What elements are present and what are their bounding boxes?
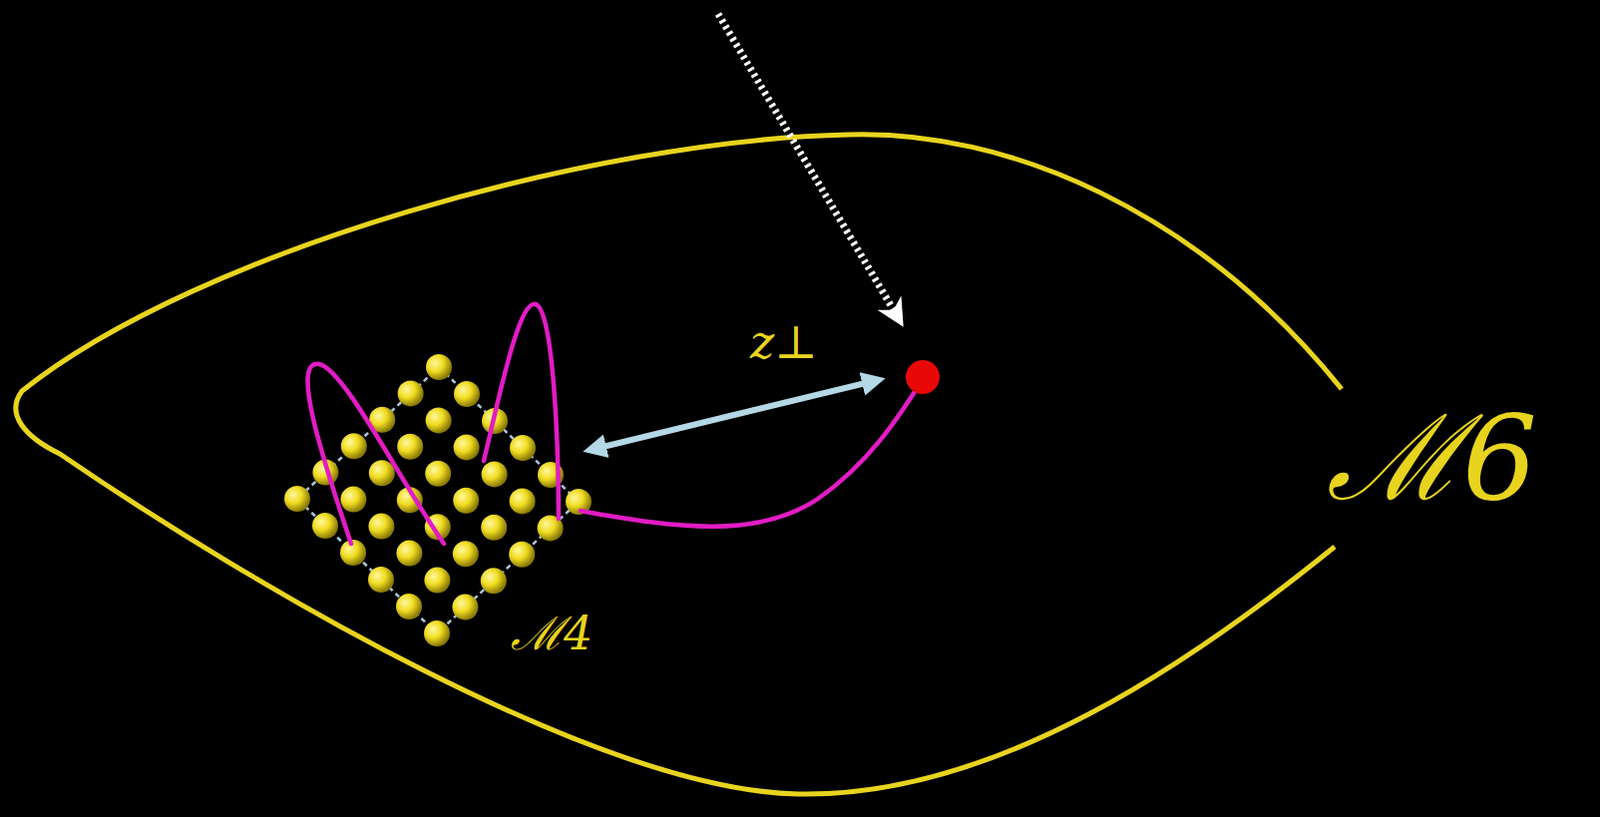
lattice-site (368, 513, 395, 540)
lattice-site (480, 514, 507, 541)
pointer-arrow (718, 13, 898, 318)
lattice-site (396, 593, 422, 620)
lattice-site (508, 541, 535, 568)
lattice-site (509, 434, 536, 461)
lattice-site (423, 620, 450, 647)
lattice-edge (297, 367, 579, 634)
lattice-site (453, 433, 480, 460)
lattice-site (453, 381, 480, 407)
distance-label: z⊥ (746, 317, 822, 368)
lattice-site (480, 567, 507, 594)
lattice-site (452, 540, 479, 567)
string-curve (308, 304, 923, 544)
lattice-site (509, 487, 536, 514)
lattice-site (424, 460, 451, 487)
lattice-site (452, 487, 479, 514)
lattice-site (423, 567, 450, 594)
lattice-site (425, 354, 452, 381)
lattice-site (398, 380, 424, 406)
point-particle (905, 360, 940, 395)
lattice-site (397, 433, 423, 460)
lattice-site (341, 432, 368, 459)
distance-arrow (594, 381, 874, 449)
lattice-site (481, 460, 508, 487)
submanifold-label: ℳ4 (506, 608, 597, 659)
lattice-site (368, 566, 395, 593)
lattice-site (369, 459, 396, 486)
manifold-label: ℳ6 (1322, 397, 1542, 519)
lattice (284, 354, 592, 647)
lattice-site (312, 512, 339, 539)
lattice-site (451, 594, 478, 621)
lattice-site (396, 540, 422, 567)
manifold-outline (15, 134, 1342, 795)
lattice-site (284, 485, 311, 512)
lattice-site (340, 486, 367, 513)
lattice-site (425, 406, 452, 433)
